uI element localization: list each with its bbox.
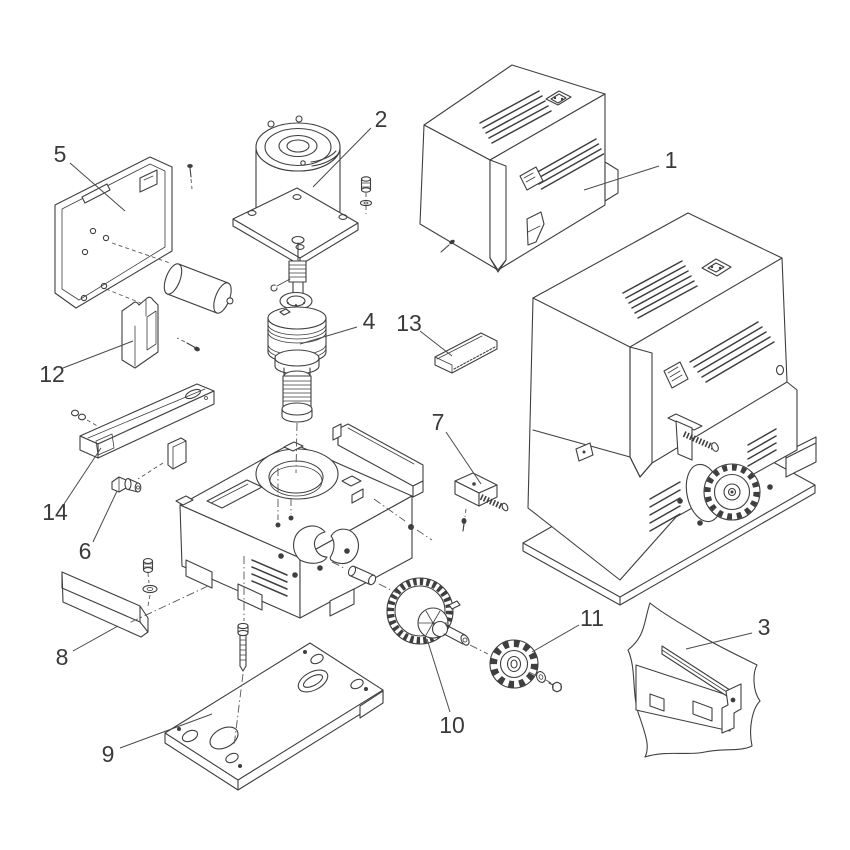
assembly-axes (128, 422, 552, 747)
leader-line-10 (426, 638, 451, 713)
leader-line-9 (119, 713, 213, 749)
leader-line-4 (299, 326, 358, 345)
cover-clip (526, 211, 545, 246)
part-label-13: 13 (396, 310, 422, 336)
part-1-cover-housing (419, 64, 619, 273)
channel-plug (70, 409, 100, 428)
side-vents (689, 321, 775, 383)
part-label-14: 14 (42, 499, 68, 525)
part-label-3: 3 (758, 614, 771, 640)
leader-line-12 (62, 340, 134, 369)
wedge-bolt (142, 558, 158, 607)
gearbox-vents (251, 559, 288, 597)
leader-line-14 (63, 447, 102, 505)
leader-line-8 (72, 625, 119, 652)
capacitor (163, 263, 234, 314)
leader-lines (62, 127, 753, 749)
cover-latch (545, 90, 572, 106)
part-label-10: 10 (439, 712, 465, 738)
panel-screw (187, 164, 193, 190)
part-label-7: 7 (432, 409, 445, 435)
part-6-bushing-bolt (111, 476, 142, 493)
part-label-6: 6 (79, 538, 92, 564)
part-4-rotor-worm-shaft (267, 291, 327, 423)
leader-line-13 (419, 330, 453, 357)
leader-line-5 (69, 162, 126, 212)
clamp-screw (176, 337, 200, 352)
drive-pin (347, 565, 377, 586)
part-label-12: 12 (39, 361, 65, 387)
part-9-base-plate (164, 622, 384, 791)
part-7-limit-stop-bracket (454, 472, 509, 532)
part-8-rail-cover (61, 558, 158, 638)
top-vents (622, 260, 698, 319)
part-14-mounting-channel (70, 383, 215, 459)
cover-top-vents (479, 90, 552, 144)
part-5-side-panel (54, 156, 193, 309)
leader-line-7 (445, 431, 482, 485)
mounted-sprocket (703, 463, 761, 521)
part-label-2: 2 (375, 106, 388, 132)
part-label-8: 8 (56, 644, 69, 670)
anchor-bolt (237, 622, 249, 672)
mount-block (137, 437, 187, 480)
motor-bolt (359, 176, 373, 214)
part-label-11: 11 (580, 605, 604, 631)
leader-line-1 (583, 165, 660, 191)
motor-shaft-spring (270, 242, 307, 297)
release-latch (575, 442, 594, 462)
assembled-operator (522, 212, 817, 606)
worm-adjuster (667, 413, 719, 461)
part-13-terminal-strip (434, 332, 498, 374)
cover-latch (701, 258, 732, 277)
part-3-gate-mount-bracket (627, 602, 761, 758)
part-12-capacitor-clamp (121, 296, 200, 369)
part-label-1: 1 (665, 147, 678, 173)
chain-cover-bar (332, 423, 424, 498)
cover-side-vents (533, 138, 605, 190)
gearbox-housing (175, 441, 414, 619)
sprocket-bolt (548, 681, 563, 693)
part-10-worm-gear-wheel (386, 577, 470, 646)
leader-line-2 (312, 127, 372, 188)
leader-line-11 (531, 624, 580, 653)
part-2-electric-motor (232, 115, 373, 266)
leader-line-6 (92, 490, 118, 543)
part-11-output-sprocket (489, 639, 563, 693)
part-label-4: 4 (363, 308, 376, 334)
part-label-9: 9 (102, 741, 115, 767)
part-label-5: 5 (54, 141, 67, 167)
cover-screw (440, 239, 455, 253)
lower-vents (649, 428, 777, 532)
leader-line-3 (685, 632, 753, 650)
